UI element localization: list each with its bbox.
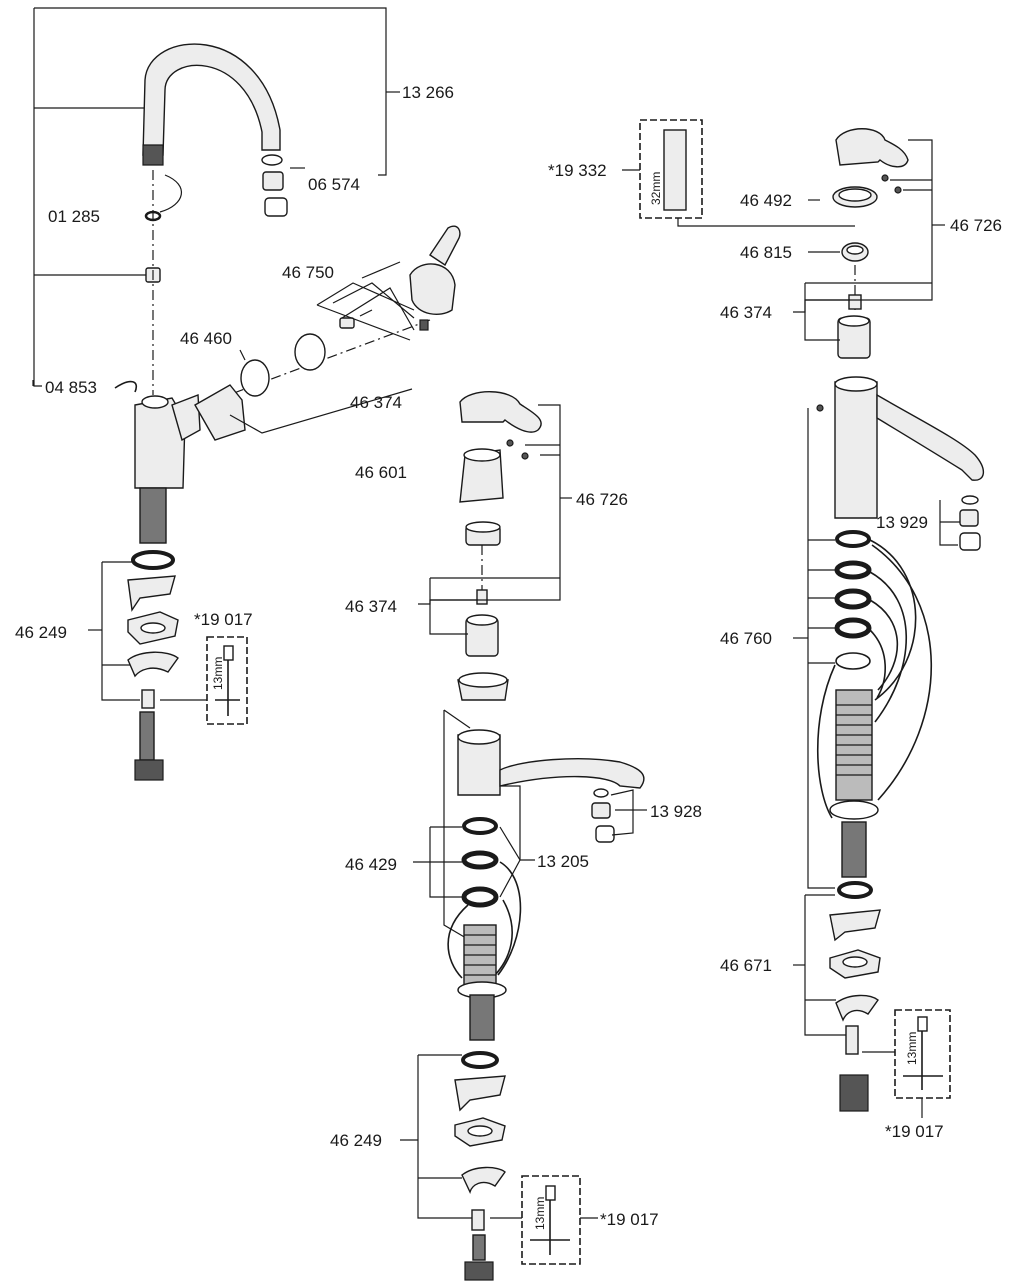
middle-faucet-assembly [400, 391, 647, 1281]
label-46492: 46 492 [740, 191, 792, 210]
label-46750: 46 750 [282, 263, 334, 282]
right-handle [835, 128, 909, 168]
tool-size-13mm-left: 13mm [211, 657, 225, 690]
label-46374-mid: 46 374 [345, 597, 397, 616]
label-46760: 46 760 [720, 629, 772, 648]
label-46601: 46 601 [355, 463, 407, 482]
tool-size-13mm-mid: 13mm [533, 1197, 547, 1230]
right-faucet-assembly [622, 119, 984, 1118]
label-19332: *19 332 [548, 161, 607, 180]
tool-size-13mm-right: 13mm [905, 1032, 919, 1065]
label-46374-left: 46 374 [350, 393, 402, 412]
label-06574: 06 574 [308, 175, 360, 194]
spout [142, 43, 281, 156]
label-46726-mid: 46 726 [576, 490, 628, 509]
label-46374-right: 46 374 [720, 303, 772, 322]
label-46249-left: 46 249 [15, 623, 67, 642]
label-46249-mid: 46 249 [330, 1131, 382, 1150]
label-46460: 46 460 [180, 329, 232, 348]
mid-handle [459, 391, 542, 433]
lever-handle [409, 263, 456, 316]
label-13928: 13 928 [650, 802, 702, 821]
label-19017-left: *19 017 [194, 610, 253, 629]
label-13205: 13 205 [537, 852, 589, 871]
label-01285: 01 285 [48, 207, 100, 226]
wrench-tool-box [206, 636, 248, 725]
left-faucet-assembly [32, 7, 461, 781]
label-19017-mid: *19 017 [600, 1210, 659, 1229]
label-13929: 13 929 [876, 513, 928, 532]
label-19017-right: *19 017 [885, 1122, 944, 1141]
tool-size-32mm: 32mm [649, 172, 663, 205]
label-04853: 04 853 [45, 378, 97, 397]
label-46671: 46 671 [720, 956, 772, 975]
right-body [834, 381, 878, 519]
label-13266: 13 266 [402, 83, 454, 102]
cartridge [194, 384, 246, 441]
label-46815: 46 815 [740, 243, 792, 262]
label-46726-right: 46 726 [950, 216, 1002, 235]
label-46429: 46 429 [345, 855, 397, 874]
